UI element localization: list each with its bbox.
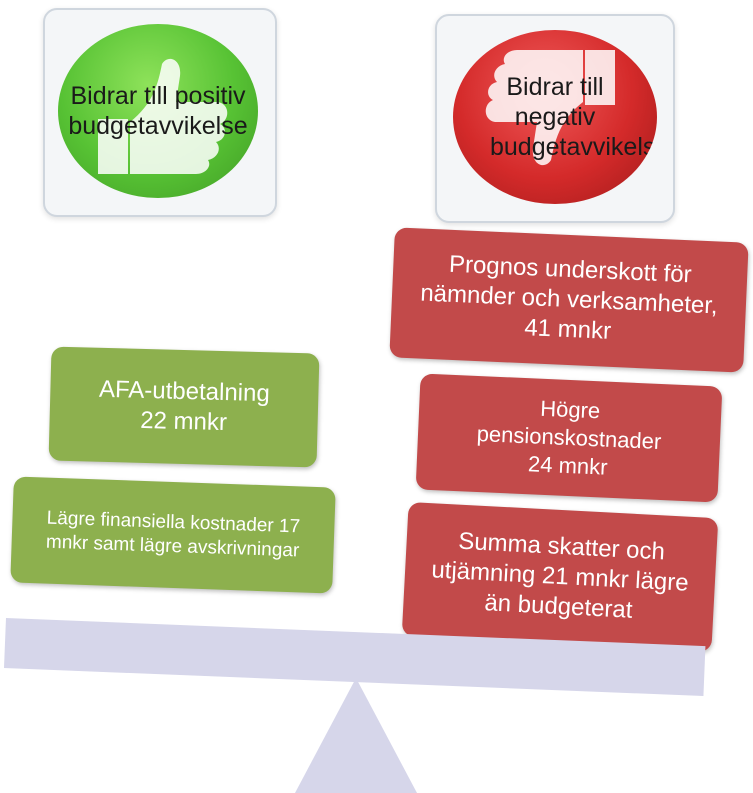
- negative-badge-label: Bidrar till negativ budgetavvikelse: [490, 73, 657, 161]
- positive-badge-label: Bidrar till positiv budgetavvikelse: [68, 82, 248, 140]
- negative-badge: Bidrar till negativ budgetavvikelse: [453, 30, 657, 204]
- thumbs-down-icon: [485, 50, 615, 166]
- thumbs-up-icon: [98, 58, 228, 174]
- positive-badge: Bidrar till positiv budgetavvikelse: [58, 24, 258, 198]
